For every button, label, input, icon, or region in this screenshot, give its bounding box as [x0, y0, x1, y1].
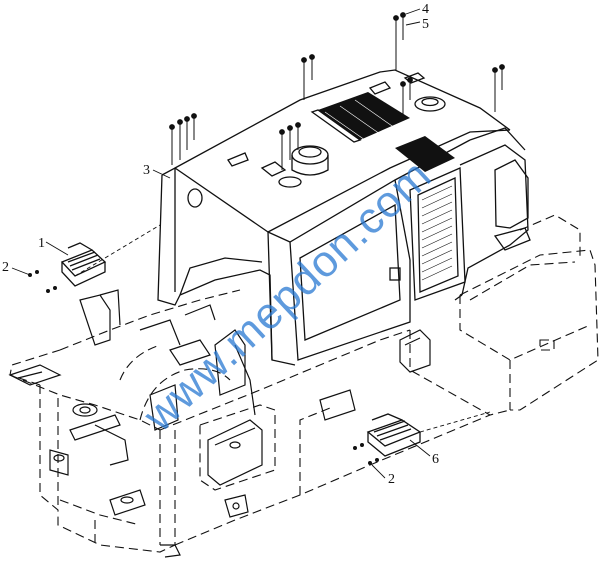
callout-labels: 1 2 3 4 5 6 2: [2, 2, 439, 487]
callout-6: 6: [432, 452, 439, 467]
callout-3: 3: [143, 163, 150, 178]
callout-4: 4: [422, 2, 429, 17]
leader-lines: [11, 8, 491, 479]
callout-1: 1: [38, 236, 45, 251]
step-right: [366, 413, 422, 457]
callout-2-right: 2: [388, 472, 395, 487]
frame-details: [8, 289, 431, 558]
step-bolts: [28, 270, 379, 465]
callout-2-left: 2: [2, 260, 9, 275]
engine-hood: [157, 69, 531, 366]
rear-frame: [9, 289, 491, 553]
counterweight: [409, 214, 599, 416]
step-left: [60, 242, 107, 287]
callout-5: 5: [422, 17, 429, 32]
hood-bolts: [169, 12, 505, 170]
